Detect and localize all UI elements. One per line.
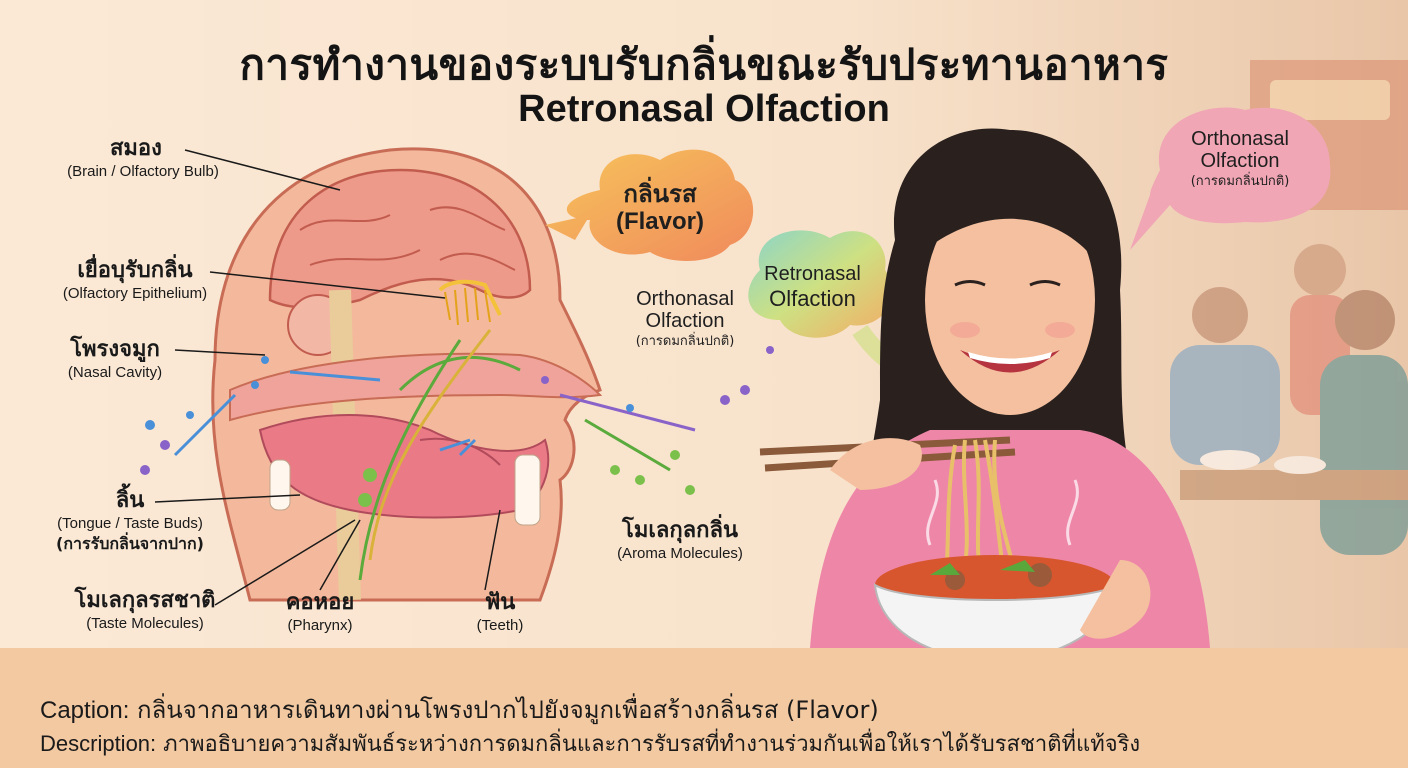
label-orthonasal-mid-th: (การดมกลิ่นปกติ) <box>635 334 735 349</box>
label-nasal: โพรงจมูก (Nasal Cavity) <box>30 337 200 383</box>
retronasal-bubble-l1: Retronasal <box>764 263 861 285</box>
label-orthonasal-mid: Orthonasal Olfaction (การดมกลิ่นปกติ) <box>610 288 760 352</box>
head-cross-section <box>211 147 603 602</box>
label-aroma-molecules-th: โมเลกุลกลิ่น <box>622 518 738 543</box>
caption-line: Caption: กลิ่นจากอาหารเดินทางผ่านโพรงปาก… <box>40 690 879 729</box>
label-orthonasal-mid-l1: Orthonasal <box>636 288 734 310</box>
retronasal-bubble-l2: Olfaction <box>769 286 856 311</box>
olfactory-epithelium <box>444 287 491 326</box>
restaurant-background <box>1170 60 1408 555</box>
title-english: Retronasal Olfaction <box>518 88 890 130</box>
label-nasal-th: โพรงจมูก <box>70 337 160 362</box>
orthonasal-bubble-l2: Olfaction <box>1200 150 1280 172</box>
label-pharynx-en: (Pharynx) <box>287 617 353 634</box>
noodle-bowl <box>873 555 1151 662</box>
label-tongue-en: (Tongue / Taste Buds) <box>57 515 203 532</box>
description-text: ภาพอธิบายความสัมพันธ์ระหว่างการดมกลิ่นแล… <box>163 732 1141 757</box>
label-tongue-th2: (การรับกลิ่นจากปาก) <box>56 534 204 553</box>
flavor-bubble-en: (Flavor) <box>615 208 704 235</box>
label-epithelium-en: (Olfactory Epithelium) <box>62 285 208 302</box>
caption-key: Caption: <box>40 697 130 724</box>
retronasal-bubble <box>748 230 893 338</box>
orthonasal-bubble <box>1130 107 1331 250</box>
orthonasal-bubble-th: (การดมกลิ่นปกติ) <box>1190 174 1290 189</box>
label-epithelium: เยื่อบุรับกลิ่น (Olfactory Epithelium) <box>30 258 240 304</box>
label-teeth-en: (Teeth) <box>476 617 524 634</box>
title-thai: การทำงานของระบบรับกลิ่นขณะรับประทานอาหาร <box>239 40 1169 89</box>
description-key: Description: <box>40 731 157 756</box>
label-teeth-th: ฟัน <box>484 590 516 615</box>
label-teeth: ฟัน (Teeth) <box>455 590 545 636</box>
caption-text: กลิ่นจากอาหารเดินทางผ่านโพรงปากไปยังจมูก… <box>137 696 879 724</box>
label-pharynx-th: คอหอย <box>285 590 355 615</box>
label-orthonasal-mid-l2: Olfaction <box>645 310 725 332</box>
label-epithelium-th: เยื่อบุรับกลิ่น <box>77 258 193 283</box>
label-taste-molecules: โมเลกุลรสชาติ (Taste Molecules) <box>50 588 240 634</box>
leader-lines <box>154 149 501 606</box>
flavor-bubble-text: กลิ่นรส (Flavor) <box>590 180 730 236</box>
chopsticks <box>759 436 1016 490</box>
orthonasal-bubble-text: Orthonasal Olfaction (การดมกลิ่นปกติ) <box>1160 128 1320 192</box>
label-brain-en: (Brain / Olfactory Bulb) <box>67 163 219 180</box>
airflow-arrows <box>173 329 696 581</box>
label-taste-molecules-en: (Taste Molecules) <box>86 615 204 632</box>
label-brain-th: สมอง <box>110 136 162 161</box>
flavor-bubble-th: กลิ่นรส <box>623 180 697 208</box>
label-taste-molecules-th: โมเลกุลรสชาติ <box>74 588 216 613</box>
retronasal-bubble-text: Retronasal Olfaction <box>745 262 880 312</box>
label-aroma-molecules: โมเลกุลกลิ่น (Aroma Molecules) <box>585 518 775 564</box>
orthonasal-bubble-l1: Orthonasal <box>1191 128 1289 150</box>
label-aroma-molecules-en: (Aroma Molecules) <box>617 545 743 562</box>
molecules <box>140 346 774 507</box>
steam <box>926 479 1079 546</box>
footer: Caption: กลิ่นจากอาหารเดินทางผ่านโพรงปาก… <box>0 648 1408 768</box>
label-nasal-en: (Nasal Cavity) <box>67 364 163 381</box>
label-tongue: ลิ้น (Tongue / Taste Buds) (การรับกลิ่นจ… <box>25 488 235 554</box>
flavor-bubble <box>545 149 754 262</box>
label-brain: สมอง (Brain / Olfactory Bulb) <box>38 136 248 182</box>
label-pharynx: คอหอย (Pharynx) <box>265 590 375 636</box>
label-tongue-th: ลิ้น <box>115 488 145 513</box>
description-line: Description: ภาพอธิบายความสัมพันธ์ระหว่า… <box>40 726 1140 761</box>
